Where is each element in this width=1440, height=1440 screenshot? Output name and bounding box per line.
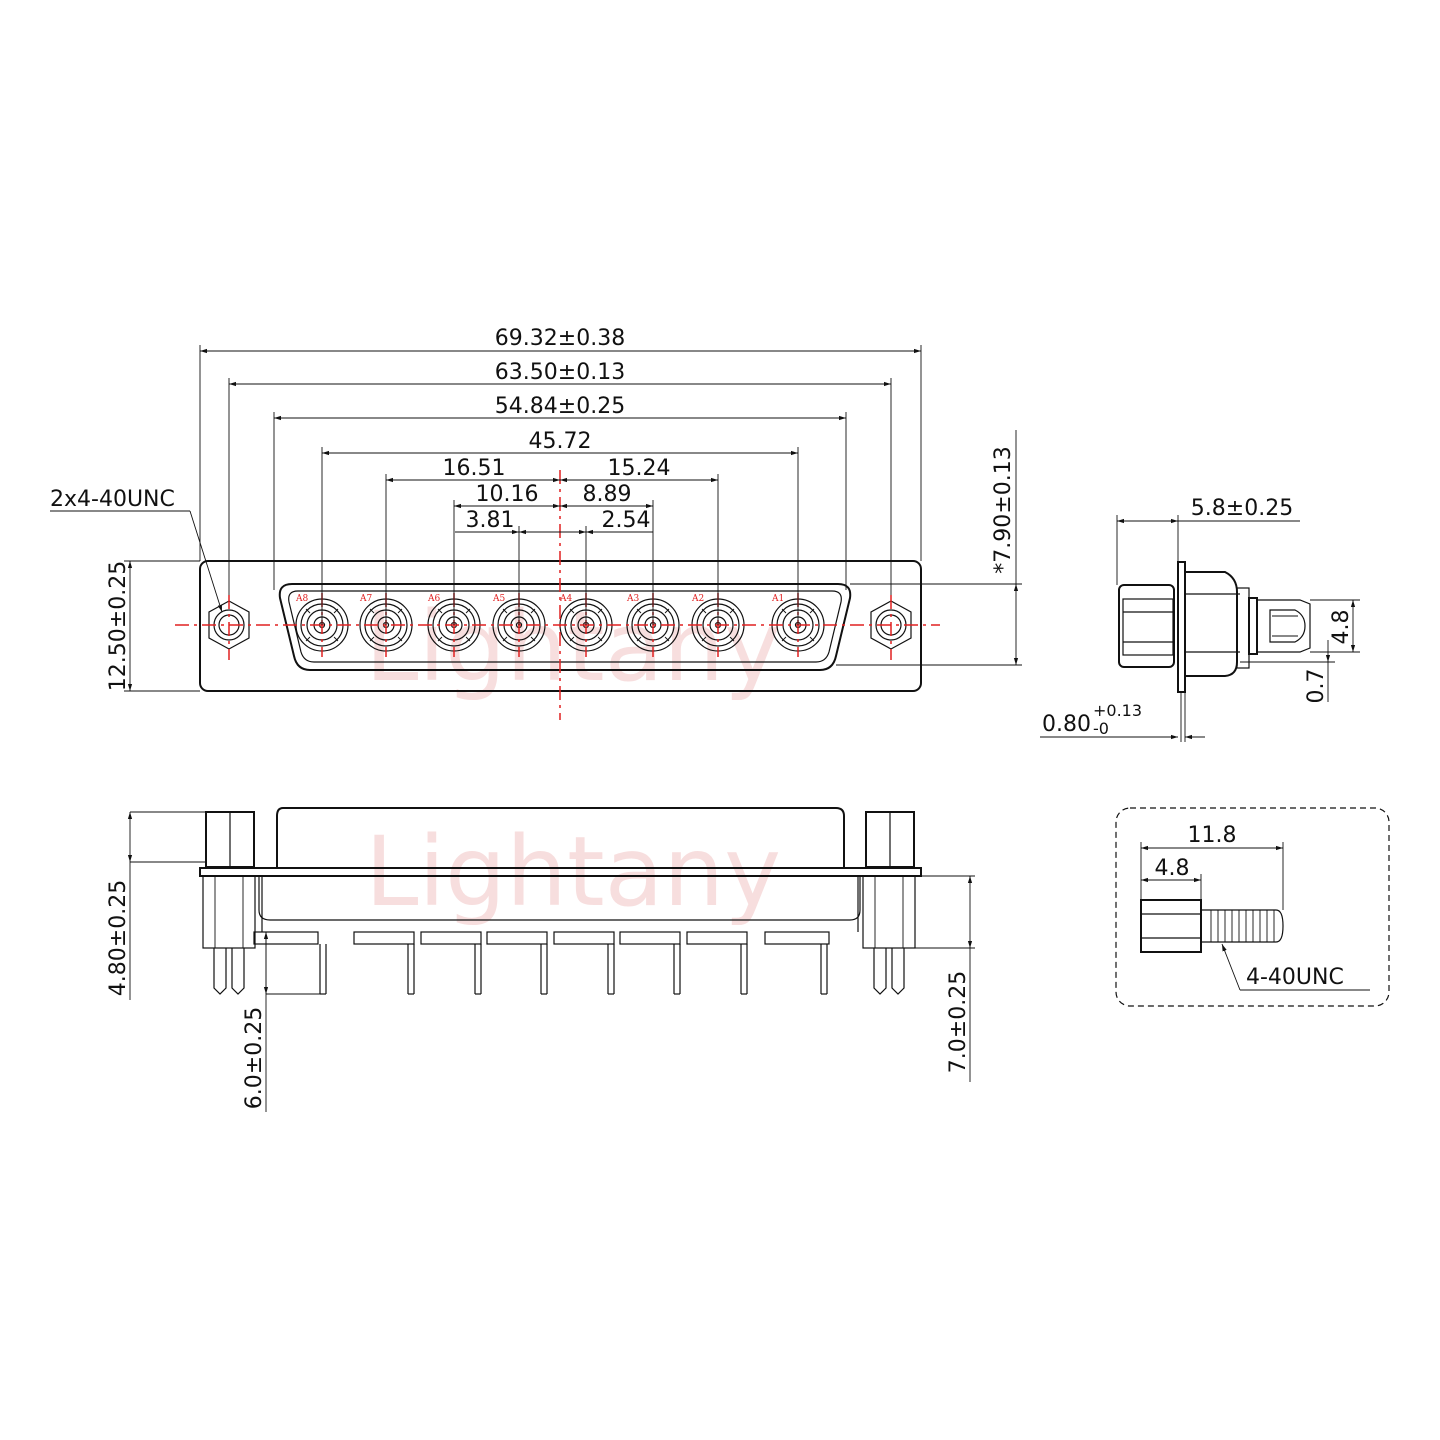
dim-overall-width: 69.32±0.38 (495, 326, 625, 351)
watermark-bottom: Lightany (365, 816, 781, 928)
pin-label-a8: A8 (295, 594, 308, 604)
bottom-contact-2 (353, 931, 415, 995)
dim-screw-head-length: 4.8 (1155, 856, 1190, 881)
dim-left-offset-inner: 3.81 (466, 508, 515, 533)
screw-thread-note: 4-40UNC (1246, 965, 1344, 990)
thread-note: 2x4-40UNC (50, 487, 175, 512)
bottom-contact-row (253, 931, 830, 995)
pin-label-a4: A4 (559, 594, 572, 604)
dim-pin-length-b: 7.0±0.25 (946, 971, 971, 1073)
dim-left-offset-mid: 10.16 (476, 482, 539, 507)
dim-flange-tol-lower: -0 (1093, 719, 1109, 738)
bottom-contact-8 (764, 931, 830, 995)
bottom-contact-3 (420, 931, 482, 995)
bottom-contact-1 (253, 931, 327, 995)
dim-contact-span: 45.72 (529, 429, 592, 454)
screw-detail: 11.8 4.8 4-40UNC (1115, 807, 1390, 1007)
bottom-contact-5 (553, 931, 615, 995)
bottom-contact-4 (486, 931, 548, 995)
dim-mount-hole-pitch: 63.50±0.13 (495, 360, 625, 385)
front-shell-inner (288, 590, 842, 663)
dim-pin-gap: 0.7 (1304, 669, 1329, 704)
dim-flange-height: 12.50±0.25 (106, 561, 131, 691)
dim-screw-total-length: 11.8 (1188, 823, 1237, 848)
front-shell-outer (278, 583, 852, 671)
dim-side-depth: 5.8±0.25 (1191, 496, 1293, 521)
dim-shell-width: 54.84±0.25 (495, 394, 625, 419)
dim-right-offset-inner: 2.54 (602, 508, 651, 533)
dim-shell-height: *7.90±0.13 (991, 446, 1016, 573)
dim-standoff-height: 4.80±0.25 (106, 880, 131, 996)
front-view: A8 A7 A6 A5 A4 A3 A2 A1 69.32±0.38 63.50±0.13 5… (50, 326, 1022, 720)
dim-pin-length-a: 6.0±0.25 (242, 1007, 267, 1109)
dim-right-offset-mid: 8.89 (583, 482, 632, 507)
pin-label-a3: A3 (626, 594, 639, 604)
bottom-contact-7 (686, 931, 748, 995)
dim-left-offset-outer: 16.51 (443, 456, 506, 481)
bottom-view: 4.80±0.25 6.0±0.25 7.0±0.25 (106, 807, 975, 1112)
dim-flange-thickness: 0.80 (1042, 712, 1091, 737)
pin-label-a7: A7 (359, 594, 372, 604)
pin-label-a6: A6 (427, 594, 440, 604)
dim-right-offset-outer: 15.24 (608, 456, 671, 481)
pin-label-a2: A2 (691, 594, 704, 604)
pin-label-a5: A5 (492, 594, 505, 604)
side-view: 5.8±0.25 4.8 0.7 0.80 +0.13 -0 (1040, 496, 1360, 742)
dim-flange-tol-upper: +0.13 (1093, 701, 1142, 720)
dim-pin-offset: 4.8 (1329, 610, 1354, 645)
pin-label-a1: A1 (771, 594, 784, 604)
bottom-contact-6 (619, 931, 681, 995)
